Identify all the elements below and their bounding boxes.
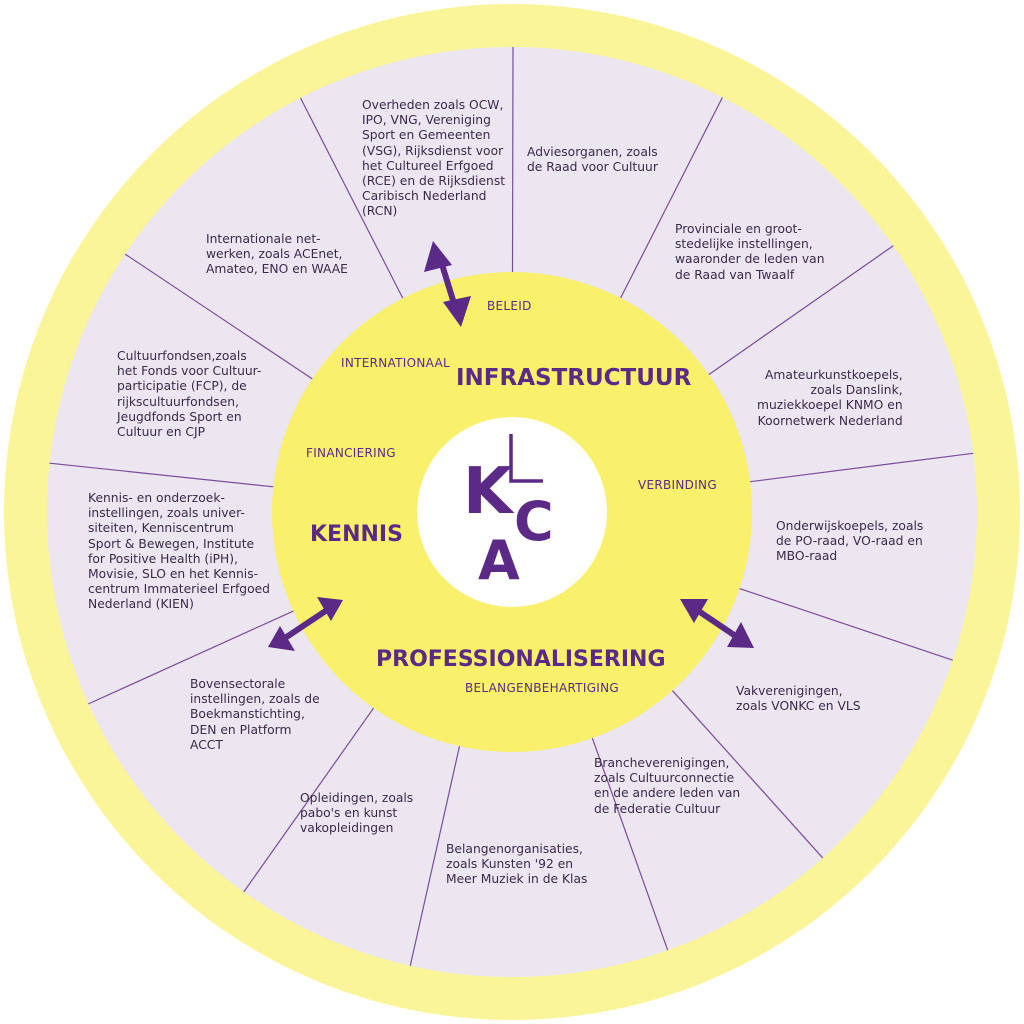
segment-divider xyxy=(750,452,974,483)
logo-l-outline xyxy=(509,434,543,483)
arrow-verbinding xyxy=(680,599,754,648)
logo-letter-k: K xyxy=(463,455,513,529)
segment-divider xyxy=(739,587,953,661)
segment-vakverenigingen: Vakverenigingen, zoals VONKC en VLS xyxy=(736,684,861,714)
segment-belangenorganisaties: Belangenorganisaties, zoals Kunsten '92 … xyxy=(446,842,588,887)
arrow-kennis xyxy=(268,597,343,651)
segment-internationale: Internationale net- werken, zoals ACEnet… xyxy=(206,232,348,277)
segment-overheden: Overheden zoals OCW, IPO, VNG, Verenigin… xyxy=(362,98,506,219)
segment-divider xyxy=(708,245,894,376)
segment-divider xyxy=(243,707,375,893)
segment-bovensectorale: Bovensectorale instellingen, zoals de Bo… xyxy=(190,677,320,752)
segment-divider xyxy=(124,253,313,380)
label-infrastructuur: INFRASTRUCTUUR xyxy=(456,365,692,391)
segment-divider xyxy=(88,610,294,705)
segment-onderwijskoepels: Onderwijskoepels, zoals de PO-raad, VO-r… xyxy=(776,519,924,564)
label-professionalisering: PROFESSIONALISERING xyxy=(376,647,666,672)
segment-provinciale: Provinciale en groot- stedelijke instell… xyxy=(675,222,825,282)
segment-divider xyxy=(299,97,404,299)
segment-divider xyxy=(409,746,461,966)
segment-brancheverenigingen: Brancheverenigingen, zoals Cultuurconnec… xyxy=(594,756,741,816)
center-disc xyxy=(417,417,607,607)
segment-divider xyxy=(591,737,669,951)
segment-opleidingen: Opleidingen, zoals pabo's en kunst vakop… xyxy=(300,791,414,836)
label-beleid: BELEID xyxy=(487,299,532,313)
segment-adviesorganen: Adviesorganen, zoals de Raad voor Cultuu… xyxy=(527,145,658,175)
label-financiering: FINANCIERING xyxy=(306,446,396,460)
logo-letter-a: A xyxy=(478,529,520,592)
segment-amateurkunst: Amateurkunstkoepels, zoals Danslink, muz… xyxy=(757,368,903,428)
arrow-beleid xyxy=(424,241,471,327)
label-belangenbehartiging: BELANGENBEHARTIGING xyxy=(465,681,620,695)
segment-divider xyxy=(49,462,274,488)
label-internationaal: INTERNATIONAAL xyxy=(341,356,450,370)
segment-divider xyxy=(671,690,824,859)
segment-cultuurfondsen: Cultuurfondsen,zoals het Fonds voor Cult… xyxy=(117,349,262,440)
segment-dividers xyxy=(49,46,974,966)
segment-kennis-onderzoek: Kennis- en onderzoek- instellingen, zoal… xyxy=(88,491,270,612)
label-kennis: KENNIS xyxy=(310,522,403,547)
label-verbinding: VERBINDING xyxy=(638,478,717,492)
segment-divider xyxy=(620,97,723,299)
logo-letter-c: C xyxy=(514,490,554,553)
